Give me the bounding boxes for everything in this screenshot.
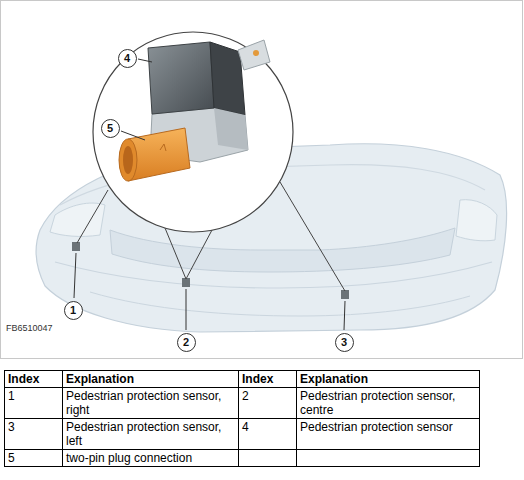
figure-code: FB6510047 bbox=[6, 323, 53, 333]
callout-text: 5 bbox=[107, 123, 113, 134]
callout-number: 1 bbox=[64, 301, 83, 320]
table-index: 5 bbox=[5, 450, 63, 467]
table-index: 2 bbox=[239, 388, 297, 419]
table-index: 4 bbox=[239, 419, 297, 450]
table-header: Index bbox=[239, 371, 297, 388]
table-index: 1 bbox=[5, 388, 63, 419]
callout-text: 1 bbox=[70, 305, 76, 316]
legend-table: IndexExplanationIndexExplanation1Pedestr… bbox=[4, 370, 480, 467]
sensor-drawing bbox=[119, 40, 270, 181]
table-index: 3 bbox=[5, 419, 63, 450]
callout-text: 2 bbox=[183, 337, 189, 348]
callout-number: 4 bbox=[118, 49, 137, 68]
magnifier-circle bbox=[93, 32, 293, 232]
leader-lines bbox=[74, 59, 345, 330]
callout-number: 5 bbox=[101, 119, 120, 138]
table-explanation: Pedestrian protection sensor, right bbox=[63, 388, 239, 419]
callout-number: 2 bbox=[177, 333, 196, 352]
table-explanation: Pedestrian protection sensor, centre bbox=[297, 388, 480, 419]
table-header: Explanation bbox=[63, 371, 239, 388]
image-frame bbox=[1, 1, 523, 359]
table-explanation: Pedestrian protection sensor, left bbox=[63, 419, 239, 450]
table-header: Index bbox=[5, 371, 63, 388]
callout-text: 3 bbox=[341, 337, 347, 348]
table-explanation: two-pin plug connection bbox=[63, 450, 239, 467]
callout-text: 4 bbox=[124, 53, 130, 64]
callout-number: 3 bbox=[335, 333, 354, 352]
sensor-marks bbox=[72, 242, 349, 299]
table-header: Explanation bbox=[297, 371, 480, 388]
table-empty-cell bbox=[297, 450, 480, 467]
table-empty-cell bbox=[239, 450, 297, 467]
table-explanation: Pedestrian protection sensor bbox=[297, 419, 480, 450]
